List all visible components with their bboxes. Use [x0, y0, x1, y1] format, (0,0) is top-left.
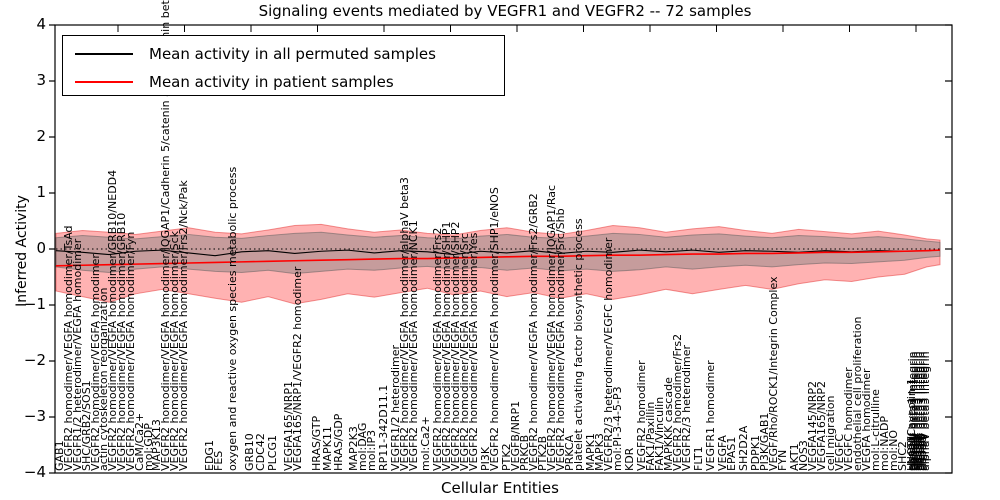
- x-tick-label: PLCG1: [266, 435, 280, 471]
- x-tick-label: FES: [212, 450, 226, 471]
- x-tick-label: mol:IP3: [365, 429, 379, 471]
- y-tick-label: −4: [23, 463, 46, 481]
- y-tick-label: 0: [36, 239, 46, 257]
- x-tick-label: VEGFR2/3 heterodimer: [679, 344, 693, 471]
- x-tick-label: SH2D2A: [737, 425, 751, 471]
- x-tick-label: mol:PI-3-4-5-P3: [610, 386, 624, 471]
- y-tick-label: 3: [36, 71, 46, 89]
- x-tick-label: oxygen and reactive oxygen species metab…: [226, 166, 240, 471]
- x-tick-label: VEGFA165/NRP1/VEGFR2 homodimer: [290, 266, 304, 471]
- x-tick-label: VEGFR2 homodimer/VEGFA homodimer/Frs2/Nc…: [176, 180, 190, 471]
- x-tick-label: RP11-342D11.1: [376, 384, 390, 471]
- x-tick-label: mol:Ca2+: [419, 416, 433, 471]
- chart-title: Signaling events mediated by VEGFR1 and …: [258, 2, 752, 20]
- x-tick-label: HRAS/GDP: [331, 413, 345, 471]
- x-tick-label: VEGFR2 homodimer/VEGFA homodimer/Frs2/GR…: [526, 193, 540, 471]
- legend-item-permuted: Mean activity in all permuted samples: [75, 44, 436, 64]
- y-tick-label: −3: [23, 407, 46, 425]
- legend-line-permuted-icon: [75, 53, 133, 55]
- x-tick-label: KDR: [623, 447, 637, 471]
- x-tick-label: FYN: [776, 449, 790, 471]
- x-tick-label: platelet activating factor biosynthetic …: [572, 218, 586, 471]
- y-tick-label: 4: [36, 15, 46, 33]
- x-tick-label: FLT1: [692, 446, 706, 471]
- y-tick-label: −1: [23, 295, 46, 313]
- x-tick-label: VEGFR2 homodimer/VEGFA homodimer/SHP1/eN…: [488, 187, 502, 471]
- x-tick-label: CDC42: [253, 433, 267, 471]
- y-tick-label: 1: [36, 183, 46, 201]
- x-axis-label: Cellular Entities: [441, 479, 559, 497]
- legend: Mean activity in all permuted samples Me…: [62, 35, 505, 96]
- legend-item-patient: Mean activity in patient samples: [75, 72, 394, 92]
- x-tick-label: VEGFR2 homodimer/VEGFA homodimer/Yes: [466, 232, 480, 471]
- y-tick-label: 2: [36, 127, 46, 145]
- x-tick-label: alphaV beta3 Integrin: [916, 351, 930, 471]
- x-tick-label: VEGFR1 homodimer: [703, 360, 717, 471]
- legend-line-patient-icon: [75, 80, 133, 84]
- x-tick-label: VEGFR2 homodimer/VEGFA homodimer/NCK1: [406, 220, 420, 471]
- legend-label: Mean activity in patient samples: [149, 73, 394, 91]
- x-tick-label: VEGFR2 homodimer/VEGFA homodimer/Src/Shb: [554, 208, 568, 471]
- x-tick-label: EPAS1: [724, 436, 738, 471]
- legend-label: Mean activity in all permuted samples: [149, 45, 436, 63]
- x-tick-label: VEGF/Rho/ROCK1/Integrin Complex: [766, 276, 780, 471]
- y-tick-label: −2: [23, 351, 46, 369]
